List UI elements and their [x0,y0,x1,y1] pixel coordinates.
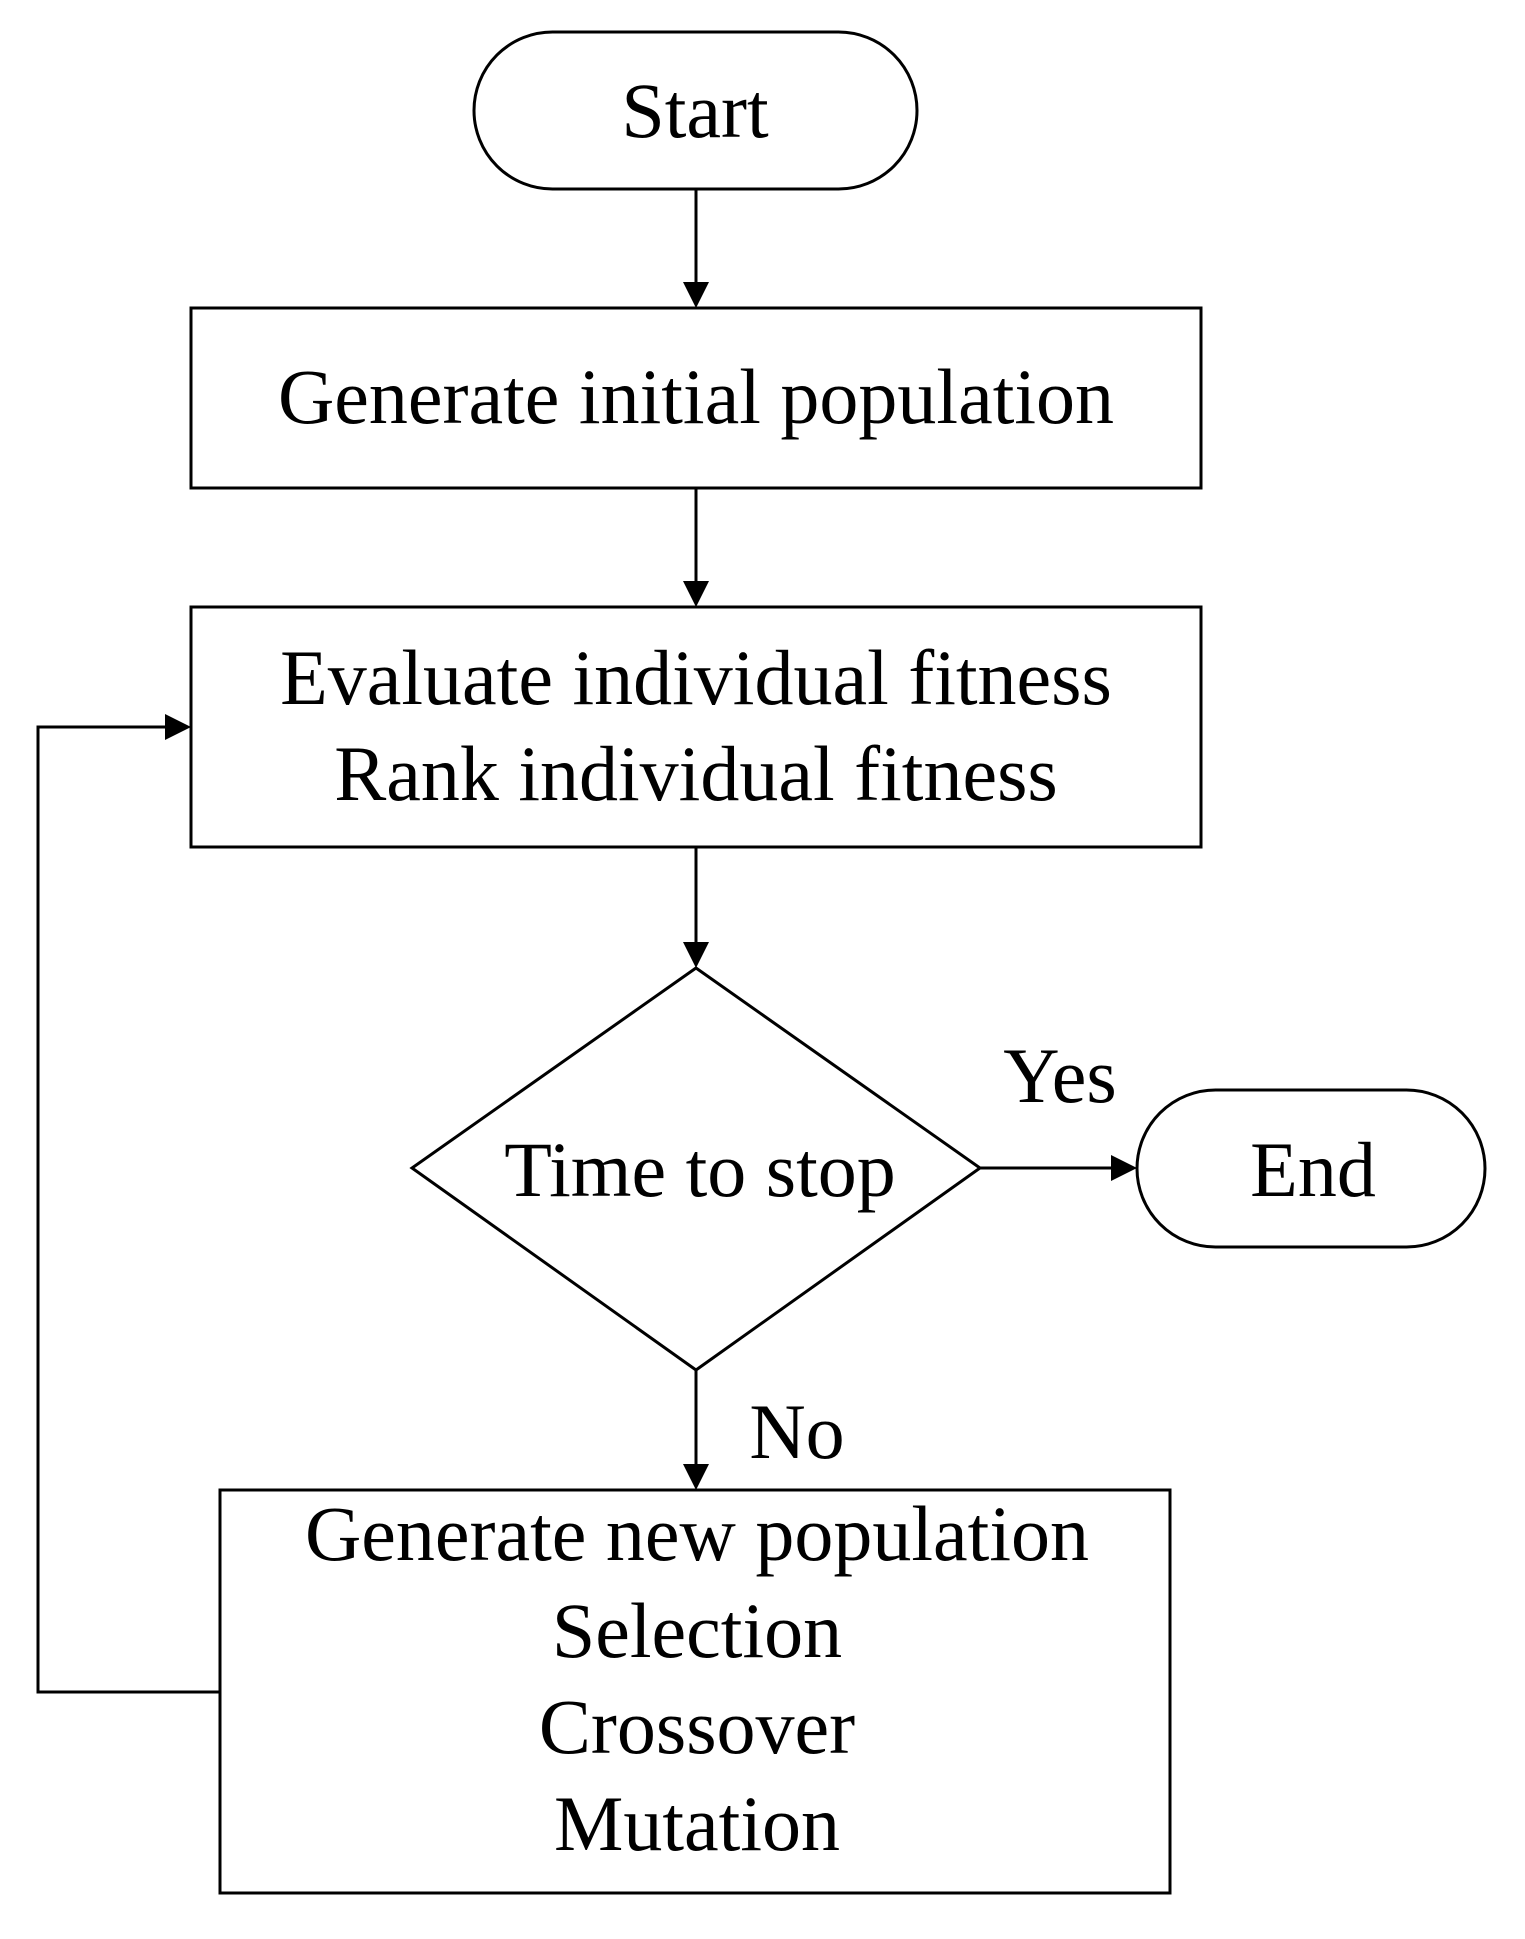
edge-decision-no-to-new-population: No [683,1370,845,1490]
edge-loop-back-to-evaluate [36,714,220,1694]
start-node: Start [472,30,919,191]
new-population-line-3: Crossover [539,1683,855,1770]
init-population-label: Generate initial population [278,353,1114,440]
arrowhead-down-icon [683,1464,709,1490]
arrowhead-down-icon [683,282,709,308]
new-population-node: Generate new population Selection Crosso… [218,1488,1172,1895]
start-label: Start [621,67,769,154]
edge-start-to-init [683,189,709,308]
new-population-line-1: Generate new population [305,1490,1089,1577]
edge-evaluate-to-decision [683,847,709,968]
arrowhead-right-icon [1111,1155,1137,1181]
edge-init-to-evaluate [683,488,709,607]
edge-decision-yes-to-end: Yes [980,1032,1137,1181]
decision-label: Time to stop [504,1126,896,1213]
yes-label: Yes [1003,1032,1117,1119]
end-node: End [1135,1088,1487,1249]
evaluate-line-1: Evaluate individual fitness [280,634,1112,721]
new-population-line-2: Selection [552,1587,842,1674]
end-terminal-shape [1135,1088,1487,1249]
evaluate-node: Evaluate individual fitness Rank individ… [189,605,1203,849]
new-population-box [218,1488,1172,1895]
arrowhead-down-icon [683,942,709,968]
decision-node: Time to stop [409,966,983,1372]
init-population-box [189,306,1203,490]
arrowhead-right-icon [165,714,191,740]
arrowhead-down-icon [683,581,709,607]
new-population-line-4: Mutation [554,1780,840,1867]
edge-loop-back-line [36,725,220,1694]
init-population-node: Generate initial population [189,306,1203,490]
no-label: No [749,1388,844,1475]
evaluate-line-2: Rank individual fitness [334,730,1058,817]
end-label: End [1250,1126,1376,1213]
